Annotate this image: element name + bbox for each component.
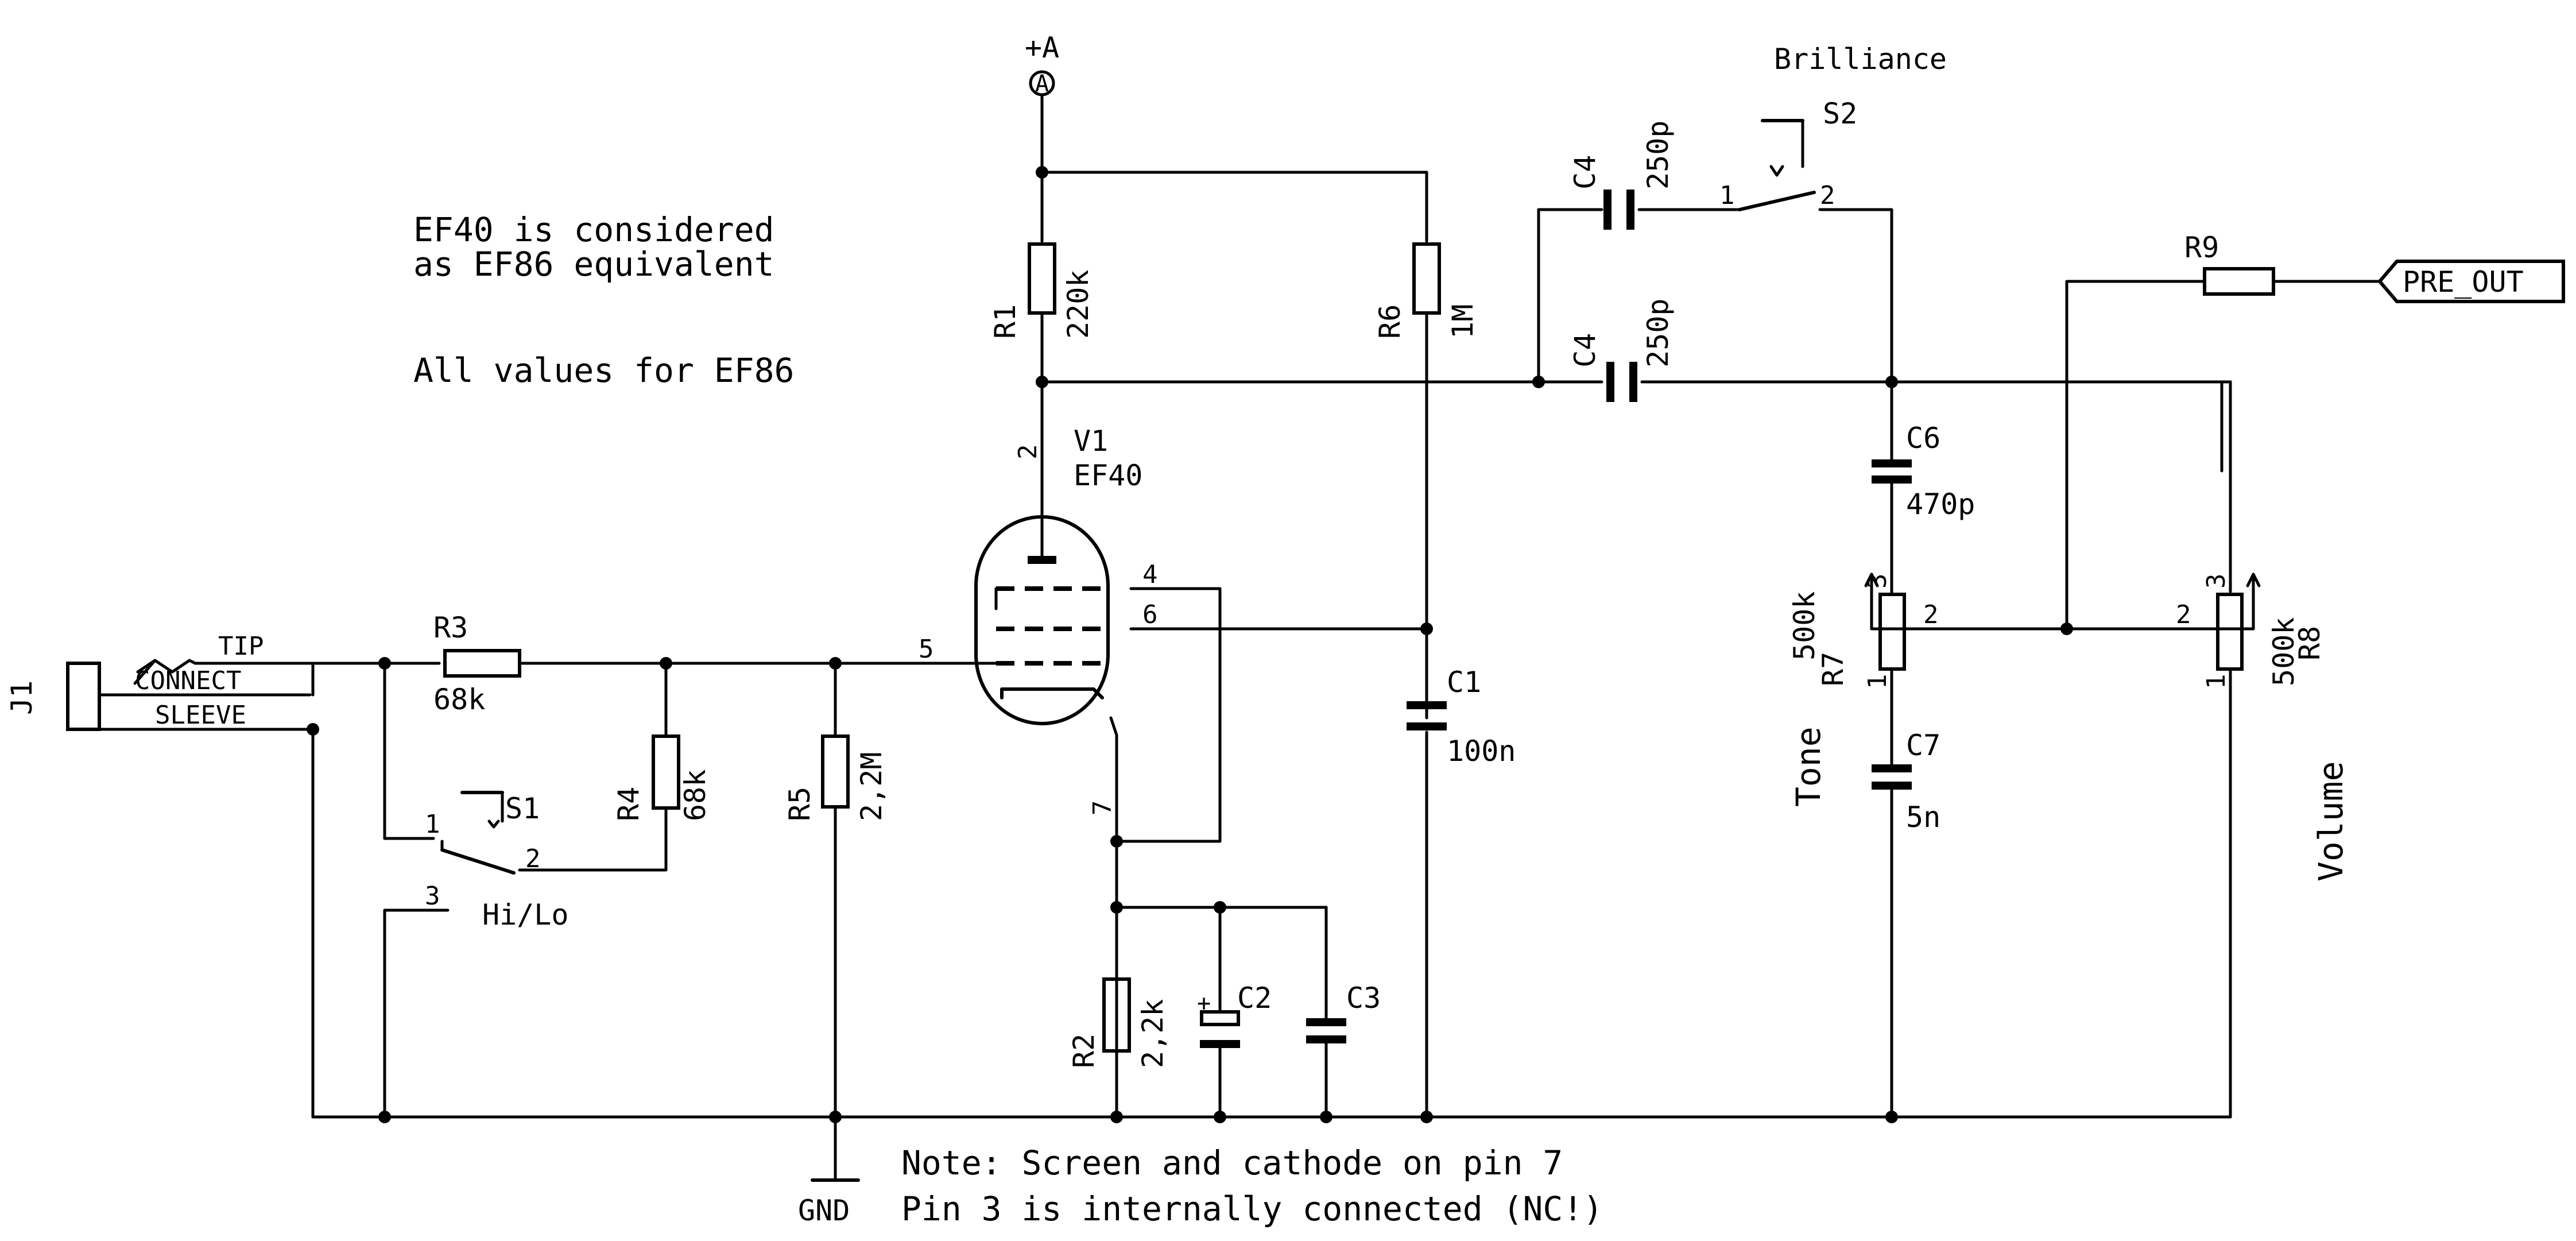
note-bottom-line2: Pin 3 is internally connected (NC!) xyxy=(901,1189,1603,1228)
pot-value: 500k xyxy=(1788,591,1821,660)
switch-s1: S1 Hi/Lo 1 2 3 xyxy=(425,791,569,931)
supply-label: +A xyxy=(1025,31,1059,64)
capacitor-c6: C6 470p xyxy=(1872,422,1975,521)
note-equiv-line1: EF40 is considered xyxy=(413,210,774,249)
capacitor-c5: C4 250p xyxy=(1568,121,1675,230)
switch-pin-2: 2 xyxy=(525,844,541,873)
capacitor-value: 100n xyxy=(1447,734,1516,768)
switch-pin-2: 2 xyxy=(1820,181,1835,210)
tube-pin-7: 7 xyxy=(1088,801,1117,816)
tube-pin-5: 5 xyxy=(919,635,934,664)
resistor-ref: R3 xyxy=(433,611,468,644)
capacitor-ref: C6 xyxy=(1906,422,1940,455)
tube-pin-2: 2 xyxy=(1013,444,1043,460)
pot-pin-2: 2 xyxy=(1923,600,1939,629)
capacitor-ref: C2 xyxy=(1237,981,1272,1015)
pot-ref: R8 xyxy=(2293,626,2326,660)
pot-r8: R8 500k Volume 3 2 1 xyxy=(2176,573,2350,882)
resistor-ref: R2 xyxy=(1067,1034,1101,1068)
resistor-ref: R4 xyxy=(612,787,645,821)
resistor-value: 1M xyxy=(1446,304,1479,339)
gnd-label: GND xyxy=(798,1194,850,1227)
supply-symbol: A +A xyxy=(1025,31,1059,97)
resistor-value: 2,2k xyxy=(1136,999,1169,1068)
capacitor-c1: C1 100n xyxy=(1407,666,1516,768)
pot-value: 500k xyxy=(2267,617,2300,686)
resistor-ref: R6 xyxy=(1373,304,1407,339)
tube-value: EF40 xyxy=(1074,459,1142,492)
note-equiv-line2: as EF86 equivalent xyxy=(413,245,774,284)
capacitor-ref: C4 xyxy=(1568,333,1602,368)
capacitor-value: 470p xyxy=(1906,488,1975,521)
jack-ref: J1 xyxy=(5,681,38,715)
note-values: All values for EF86 xyxy=(413,351,794,390)
tube-pin-4: 4 xyxy=(1142,560,1158,589)
pot-pin-2: 2 xyxy=(2176,600,2191,629)
resistor-r5: R5 2,2M xyxy=(783,734,888,821)
switch-s2: S2 Brilliance 1 2 xyxy=(1719,42,1947,211)
capacitor-c4: C4 250p xyxy=(1568,299,1675,402)
supply-symbol-letter: A xyxy=(1035,71,1049,97)
tube-ref: V1 xyxy=(1074,424,1108,458)
pot-pin-3: 3 xyxy=(1863,574,1892,589)
switch-ref: S1 xyxy=(505,792,540,825)
capacitor-ref: C7 xyxy=(1906,729,1940,762)
capacitor-c2: + C2 xyxy=(1197,981,1272,1056)
tube-pin-6: 6 xyxy=(1142,600,1158,629)
jack-sleeve-label: SLEEVE xyxy=(155,701,246,730)
resistor-r4: R4 68k xyxy=(612,734,712,821)
pot-function: Volume xyxy=(2311,761,2350,882)
capacitor-c7: C7 5n xyxy=(1872,729,1940,834)
resistor-r1: R1 220k xyxy=(989,242,1095,339)
resistor-r3: R3 68k xyxy=(433,611,521,716)
resistor-ref: R9 xyxy=(2184,231,2219,264)
resistor-r2: R2 2,2k xyxy=(1067,977,1169,1068)
capacitor-value: 250p xyxy=(1641,299,1675,368)
output-label: PRE_OUT xyxy=(2403,265,2524,299)
resistor-r9: R9 xyxy=(2184,231,2275,296)
resistor-value: 220k xyxy=(1062,270,1095,339)
capacitor-ref: C4 xyxy=(1568,155,1602,190)
resistor-value: 68k xyxy=(679,770,712,821)
resistor-ref: R5 xyxy=(783,787,816,821)
jack-connect-label: CONNECT xyxy=(135,666,241,695)
pot-ref: R7 xyxy=(1816,652,1850,686)
capacitor-ref: C3 xyxy=(1346,981,1381,1015)
capacitor-c3: C3 xyxy=(1306,981,1381,1043)
resistor-value: 68k xyxy=(433,683,485,716)
switch-function: Hi/Lo xyxy=(482,898,569,931)
notes: EF40 is considered as EF86 equivalent Al… xyxy=(413,210,1603,1228)
jack-tip-label: TIP xyxy=(218,632,264,661)
junctions xyxy=(307,166,2073,1123)
capacitor-ref: C1 xyxy=(1447,666,1481,699)
resistor-ref: R1 xyxy=(989,304,1022,339)
switch-ref: S2 xyxy=(1823,97,1857,130)
pot-pin-1: 1 xyxy=(1863,674,1892,690)
wires xyxy=(99,93,2381,1182)
jack-j1: J1 TIP CONNECT SLEEVE xyxy=(5,632,264,731)
output-port: PRE_OUT xyxy=(2377,260,2565,303)
polarity-mark: + xyxy=(1197,990,1211,1016)
pot-pin-1: 1 xyxy=(2202,674,2231,690)
pot-pin-3: 3 xyxy=(2202,574,2231,589)
switch-pin-1: 1 xyxy=(1719,181,1735,210)
capacitor-value: 250p xyxy=(1641,121,1675,190)
pot-function: Tone xyxy=(1789,726,1828,807)
capacitor-value: 5n xyxy=(1906,801,1940,834)
note-bottom-line1: Note: Screen and cathode on pin 7 xyxy=(901,1143,1563,1182)
resistor-value: 2,2M xyxy=(855,752,888,821)
switch-function: Brilliance xyxy=(1774,42,1947,76)
switch-pin-1: 1 xyxy=(425,810,440,839)
switch-pin-3: 3 xyxy=(425,882,440,911)
resistor-r6: R6 1M xyxy=(1373,242,1479,339)
supply-wire xyxy=(1040,93,1428,243)
pot-r7: R7 500k Tone 3 2 1 xyxy=(1788,573,1939,807)
tube-v1: V1 EF40 2 4 6 5 7 xyxy=(919,424,1158,815)
